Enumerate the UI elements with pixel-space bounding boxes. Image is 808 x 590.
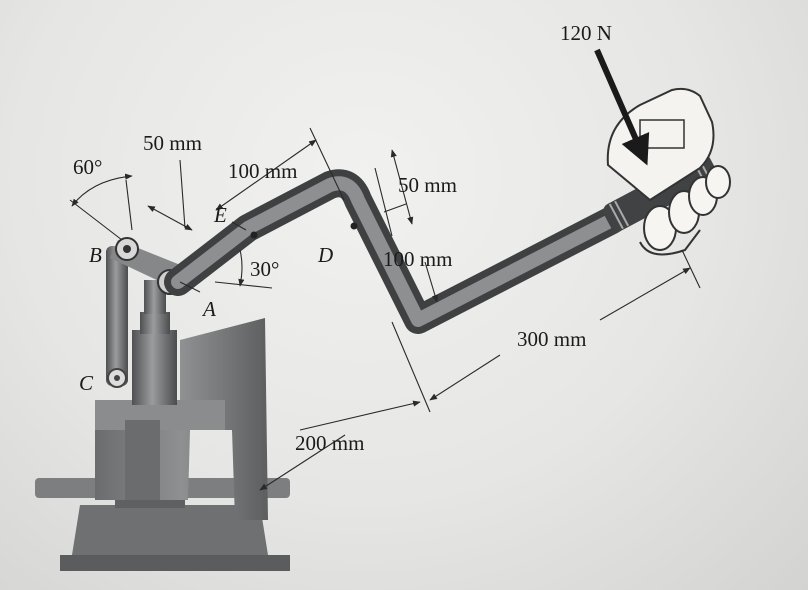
force-label: 120 N <box>560 21 612 45</box>
angle-30-label: 30° <box>250 257 279 281</box>
point-a-label: A <box>201 297 216 321</box>
dim-300mm: 300 mm <box>517 327 586 351</box>
dim-100mm-mid: 100 mm <box>383 247 452 271</box>
dim-200mm: 200 mm <box>295 431 364 455</box>
angle-60-label: 60° <box>73 155 102 179</box>
dim-100mm-top: 100 mm <box>228 159 297 183</box>
point-c-label: C <box>79 371 94 395</box>
dim-50mm-right: 50 mm <box>398 173 457 197</box>
point-e-label: E <box>213 203 227 227</box>
dim-50mm-left: 50 mm <box>143 131 202 155</box>
dimension-lines <box>69 127 701 491</box>
point-b-label: B <box>89 243 102 267</box>
press-frame <box>35 280 290 571</box>
force-arrow <box>594 48 650 166</box>
hand <box>606 87 731 256</box>
point-d-label: D <box>317 243 333 267</box>
